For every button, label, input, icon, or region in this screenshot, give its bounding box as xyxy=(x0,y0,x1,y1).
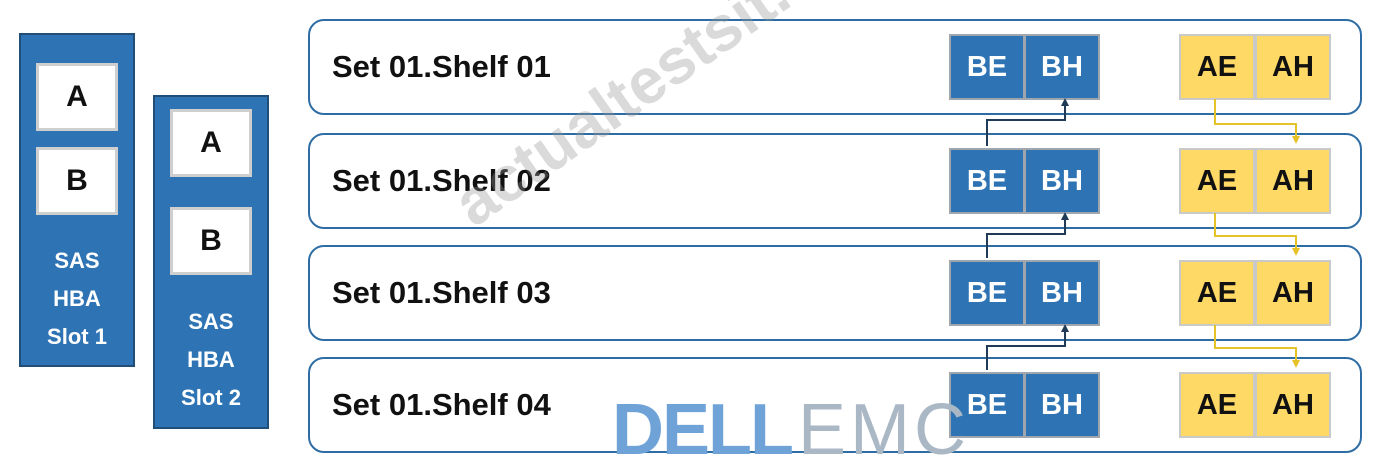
shelf-04: Set 01.Shelf 04 BE BH AE AH xyxy=(308,357,1362,453)
port-ae: AE xyxy=(1179,372,1255,438)
blue-link-shelf03-to-shelf02 xyxy=(986,212,1069,258)
port-be: BE xyxy=(949,372,1025,438)
hba-label-line: HBA xyxy=(53,286,101,311)
hba-label-line: Slot 1 xyxy=(47,324,107,349)
shelf-01: Set 01.Shelf 01 BE BH AE AH xyxy=(308,19,1362,115)
port-bh: BH xyxy=(1024,34,1100,100)
hba-port-b: B xyxy=(36,147,118,215)
hba-label-line: SAS xyxy=(54,248,100,273)
hba-slot-1: A B SAS HBA Slot 1 xyxy=(19,33,135,367)
port-be: BE xyxy=(949,260,1025,326)
blue-link-shelf02-to-shelf01 xyxy=(986,98,1069,146)
port-be: BE xyxy=(949,34,1025,100)
port-ae: AE xyxy=(1179,148,1255,214)
port-bh: BH xyxy=(1024,260,1100,326)
shelf-name: Set 01.Shelf 03 xyxy=(332,275,551,310)
yellow-link-shelf02-to-shelf03 xyxy=(1214,213,1300,256)
yellow-link-shelf01-to-shelf02 xyxy=(1214,99,1300,144)
hba-label-line: HBA xyxy=(187,347,235,372)
yellow-link-shelf03-to-shelf04 xyxy=(1214,325,1300,368)
port-ae: AE xyxy=(1179,34,1255,100)
logo-emc-text: EMC xyxy=(797,390,970,470)
port-ae: AE xyxy=(1179,260,1255,326)
hba-label-line: Slot 2 xyxy=(181,385,241,410)
shelf-name: Set 01.Shelf 01 xyxy=(332,49,551,84)
port-ah: AH xyxy=(1255,260,1331,326)
hba-port-a: A xyxy=(170,109,252,177)
hba-slot-2: A B SAS HBA Slot 2 xyxy=(153,95,269,429)
dell-emc-logo: DELL EMC xyxy=(612,390,970,470)
shelf-02: Set 01.Shelf 02 BE BH AE AH xyxy=(308,133,1362,229)
port-ah: AH xyxy=(1255,148,1331,214)
shelf-03: Set 01.Shelf 03 BE BH AE AH xyxy=(308,245,1362,341)
hba-port-b: B xyxy=(170,207,252,275)
port-bh: BH xyxy=(1024,148,1100,214)
port-ah: AH xyxy=(1255,372,1331,438)
port-bh: BH xyxy=(1024,372,1100,438)
hba-port-a: A xyxy=(36,63,118,131)
blue-link-shelf04-to-shelf03 xyxy=(986,324,1069,370)
port-ah: AH xyxy=(1255,34,1331,100)
logo-dell-text: DELL xyxy=(612,390,794,470)
shelf-name: Set 01.Shelf 04 xyxy=(332,387,551,422)
hba-label-line: SAS xyxy=(188,309,234,334)
shelf-name: Set 01.Shelf 02 xyxy=(332,163,551,198)
